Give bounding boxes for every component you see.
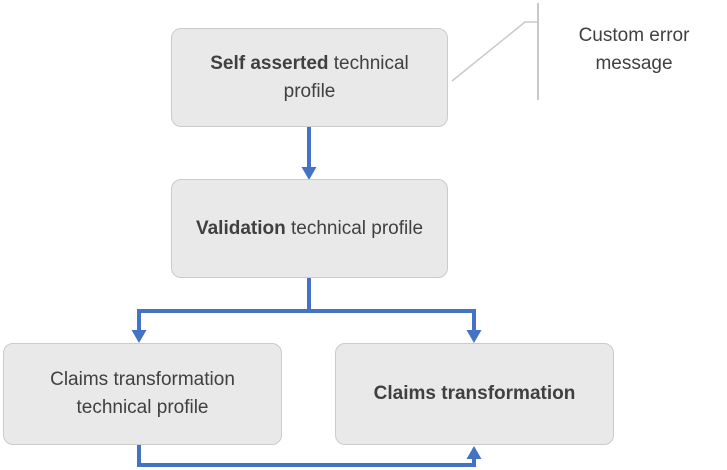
node-label-bold: Claims transformation	[373, 383, 576, 404]
arrowhead-up-icon	[466, 446, 482, 459]
node-label-regular: Claims transformation technical profile	[50, 369, 235, 418]
arrowhead-down-icon	[301, 167, 317, 180]
connector-bottom-loop	[137, 445, 476, 467]
connector-branch-bar	[137, 309, 476, 331]
node-label: Claims transformation	[374, 380, 576, 408]
node-label: Claims transformation technical profile	[20, 366, 265, 422]
node-label-regular: technical profile	[283, 52, 409, 102]
node-validation-technical-profile: Validation technical profile	[171, 179, 448, 278]
node-self-asserted-technical-profile: Self asserted technical profile	[171, 28, 448, 127]
node-label: Self asserted technical profile	[188, 50, 431, 106]
node-label-bold: Validation	[195, 217, 286, 239]
node-claims-transformation-technical-profile: Claims transformation technical profile	[3, 343, 282, 445]
callout-leader-line	[451, 21, 538, 82]
node-label-regular: technical profile	[285, 217, 424, 239]
node-label: Validation technical profile	[196, 215, 423, 243]
node-label-bold: Self asserted	[210, 52, 329, 74]
callout-custom-error-message: Custom error message	[578, 25, 690, 74]
arrowhead-down-icon	[131, 330, 147, 343]
node-claims-transformation: Claims transformation	[335, 343, 614, 445]
arrowhead-down-icon	[466, 330, 482, 343]
